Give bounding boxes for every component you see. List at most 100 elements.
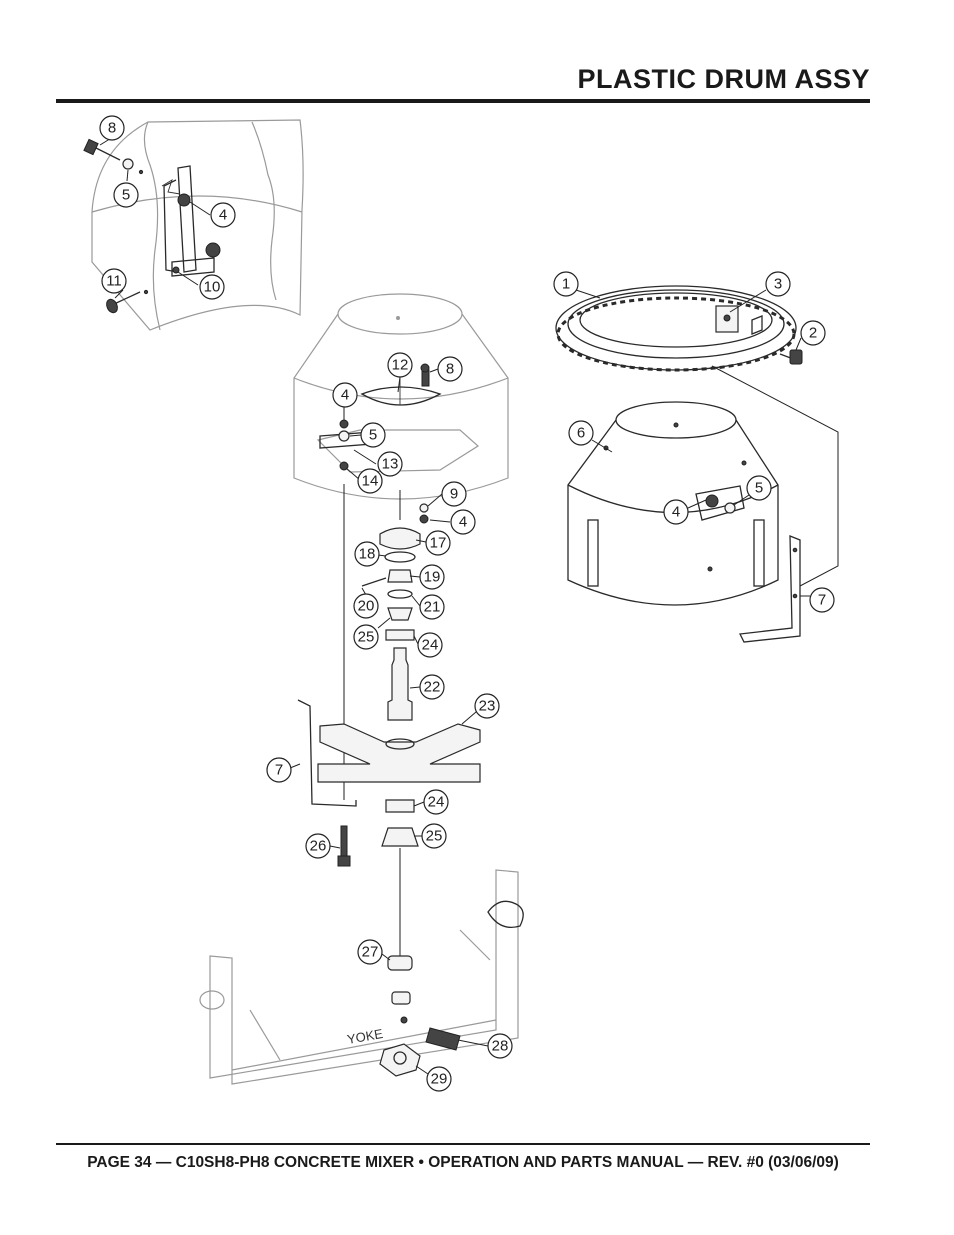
yoke-frame: YOKE bbox=[199, 869, 524, 1085]
callout-20: 20 bbox=[353, 593, 379, 619]
callout-29: 29 bbox=[426, 1066, 452, 1092]
callout-17: 17 bbox=[425, 530, 451, 556]
callout-12: 12 bbox=[387, 352, 413, 378]
svg-text:4: 4 bbox=[219, 207, 227, 224]
svg-text:7: 7 bbox=[818, 592, 826, 609]
svg-text:21: 21 bbox=[424, 599, 441, 616]
svg-text:29: 29 bbox=[431, 1071, 448, 1088]
callout-8a: 8 bbox=[99, 115, 125, 141]
washer-icon bbox=[122, 158, 134, 170]
callout-19: 19 bbox=[419, 564, 445, 590]
svg-text:5: 5 bbox=[755, 480, 763, 497]
svg-text:1: 1 bbox=[562, 276, 570, 293]
page-footer: PAGE 34 — C10SH8-PH8 CONCRETE MIXER • OP… bbox=[87, 1154, 839, 1171]
header-rule bbox=[56, 99, 870, 103]
spider-frame bbox=[297, 699, 481, 956]
svg-text:27: 27 bbox=[362, 944, 379, 961]
callout-28: 28 bbox=[487, 1033, 513, 1059]
svg-text:14: 14 bbox=[362, 473, 379, 490]
callout-24b: 24 bbox=[423, 789, 449, 815]
bolt-icon bbox=[83, 138, 99, 156]
callout-9: 9 bbox=[441, 481, 467, 507]
drum-upper bbox=[567, 401, 801, 643]
svg-text:3: 3 bbox=[774, 276, 782, 293]
callout-5b: 5 bbox=[746, 475, 772, 501]
bolt-icon bbox=[425, 1027, 461, 1051]
svg-text:26: 26 bbox=[310, 838, 327, 855]
o-ring bbox=[384, 551, 416, 563]
bearing-plate bbox=[360, 386, 442, 406]
svg-text:5: 5 bbox=[122, 187, 130, 204]
screw-icon bbox=[106, 298, 118, 314]
bolt-icon bbox=[340, 825, 348, 857]
svg-text:25: 25 bbox=[426, 828, 443, 845]
svg-text:25: 25 bbox=[358, 629, 375, 646]
callout-1: 1 bbox=[553, 271, 579, 297]
spindle-shaft bbox=[387, 647, 413, 721]
callout-8b: 8 bbox=[437, 356, 463, 382]
svg-text:8: 8 bbox=[446, 361, 454, 378]
callout-26: 26 bbox=[305, 833, 331, 859]
castle-nut bbox=[387, 569, 413, 583]
callout-11: 11 bbox=[101, 268, 127, 294]
svg-text:8: 8 bbox=[108, 120, 116, 137]
callout-21: 21 bbox=[419, 594, 445, 620]
svg-text:20: 20 bbox=[358, 598, 375, 615]
callout-13: 13 bbox=[377, 451, 403, 477]
svg-text:23: 23 bbox=[479, 698, 496, 715]
svg-text:22: 22 bbox=[424, 679, 441, 696]
drum-section-detail bbox=[83, 119, 304, 331]
callout-4d: 4 bbox=[450, 509, 476, 535]
callout-25a: 25 bbox=[353, 624, 379, 650]
svg-text:5: 5 bbox=[369, 427, 377, 444]
svg-text:6: 6 bbox=[577, 425, 585, 442]
svg-text:4: 4 bbox=[672, 504, 680, 521]
ring-gear-assembly bbox=[555, 285, 839, 587]
svg-text:18: 18 bbox=[359, 546, 376, 563]
svg-text:11: 11 bbox=[106, 273, 122, 290]
washer-icon bbox=[724, 502, 736, 514]
hub-cap bbox=[379, 527, 421, 550]
callout-22: 22 bbox=[419, 674, 445, 700]
leg-bracket bbox=[297, 699, 357, 807]
frame-label: YOKE bbox=[346, 1026, 385, 1047]
callout-10: 10 bbox=[199, 274, 225, 300]
footer-rule bbox=[56, 1143, 870, 1145]
callout-4c: 4 bbox=[332, 382, 358, 408]
svg-text:4: 4 bbox=[341, 387, 349, 404]
svg-text:4: 4 bbox=[459, 514, 467, 531]
svg-text:2: 2 bbox=[809, 325, 817, 342]
svg-text:9: 9 bbox=[450, 486, 458, 503]
leader-lines bbox=[99, 136, 810, 1075]
callout-7a: 7 bbox=[266, 757, 292, 783]
callout-23: 23 bbox=[474, 693, 500, 719]
callout-6: 6 bbox=[568, 420, 594, 446]
callout-4a: 4 bbox=[210, 202, 236, 228]
svg-text:24: 24 bbox=[422, 637, 439, 654]
bolt-head-icon bbox=[172, 266, 180, 274]
svg-text:28: 28 bbox=[492, 1038, 509, 1055]
svg-text:24: 24 bbox=[428, 794, 445, 811]
callout-27: 27 bbox=[357, 939, 383, 965]
svg-text:12: 12 bbox=[392, 357, 409, 374]
leg-bracket bbox=[739, 535, 801, 643]
callout-2: 2 bbox=[800, 320, 826, 346]
svg-text:13: 13 bbox=[382, 456, 399, 473]
svg-text:10: 10 bbox=[204, 279, 221, 296]
nut-icon bbox=[205, 242, 221, 258]
svg-text:7: 7 bbox=[275, 762, 283, 779]
callout-3: 3 bbox=[765, 271, 791, 297]
page-title: PLASTIC DRUM ASSY bbox=[577, 64, 870, 94]
callout-7b: 7 bbox=[809, 587, 835, 613]
callout-14: 14 bbox=[357, 468, 383, 494]
callout-5c: 5 bbox=[360, 422, 386, 448]
hex-nut bbox=[379, 1043, 421, 1077]
nut-icon bbox=[177, 193, 191, 207]
bushing bbox=[387, 955, 413, 971]
callout-25b: 25 bbox=[421, 823, 447, 849]
bolt-icon bbox=[789, 349, 803, 365]
svg-text:19: 19 bbox=[424, 569, 441, 586]
svg-text:17: 17 bbox=[430, 535, 447, 552]
callout-18: 18 bbox=[354, 541, 380, 567]
